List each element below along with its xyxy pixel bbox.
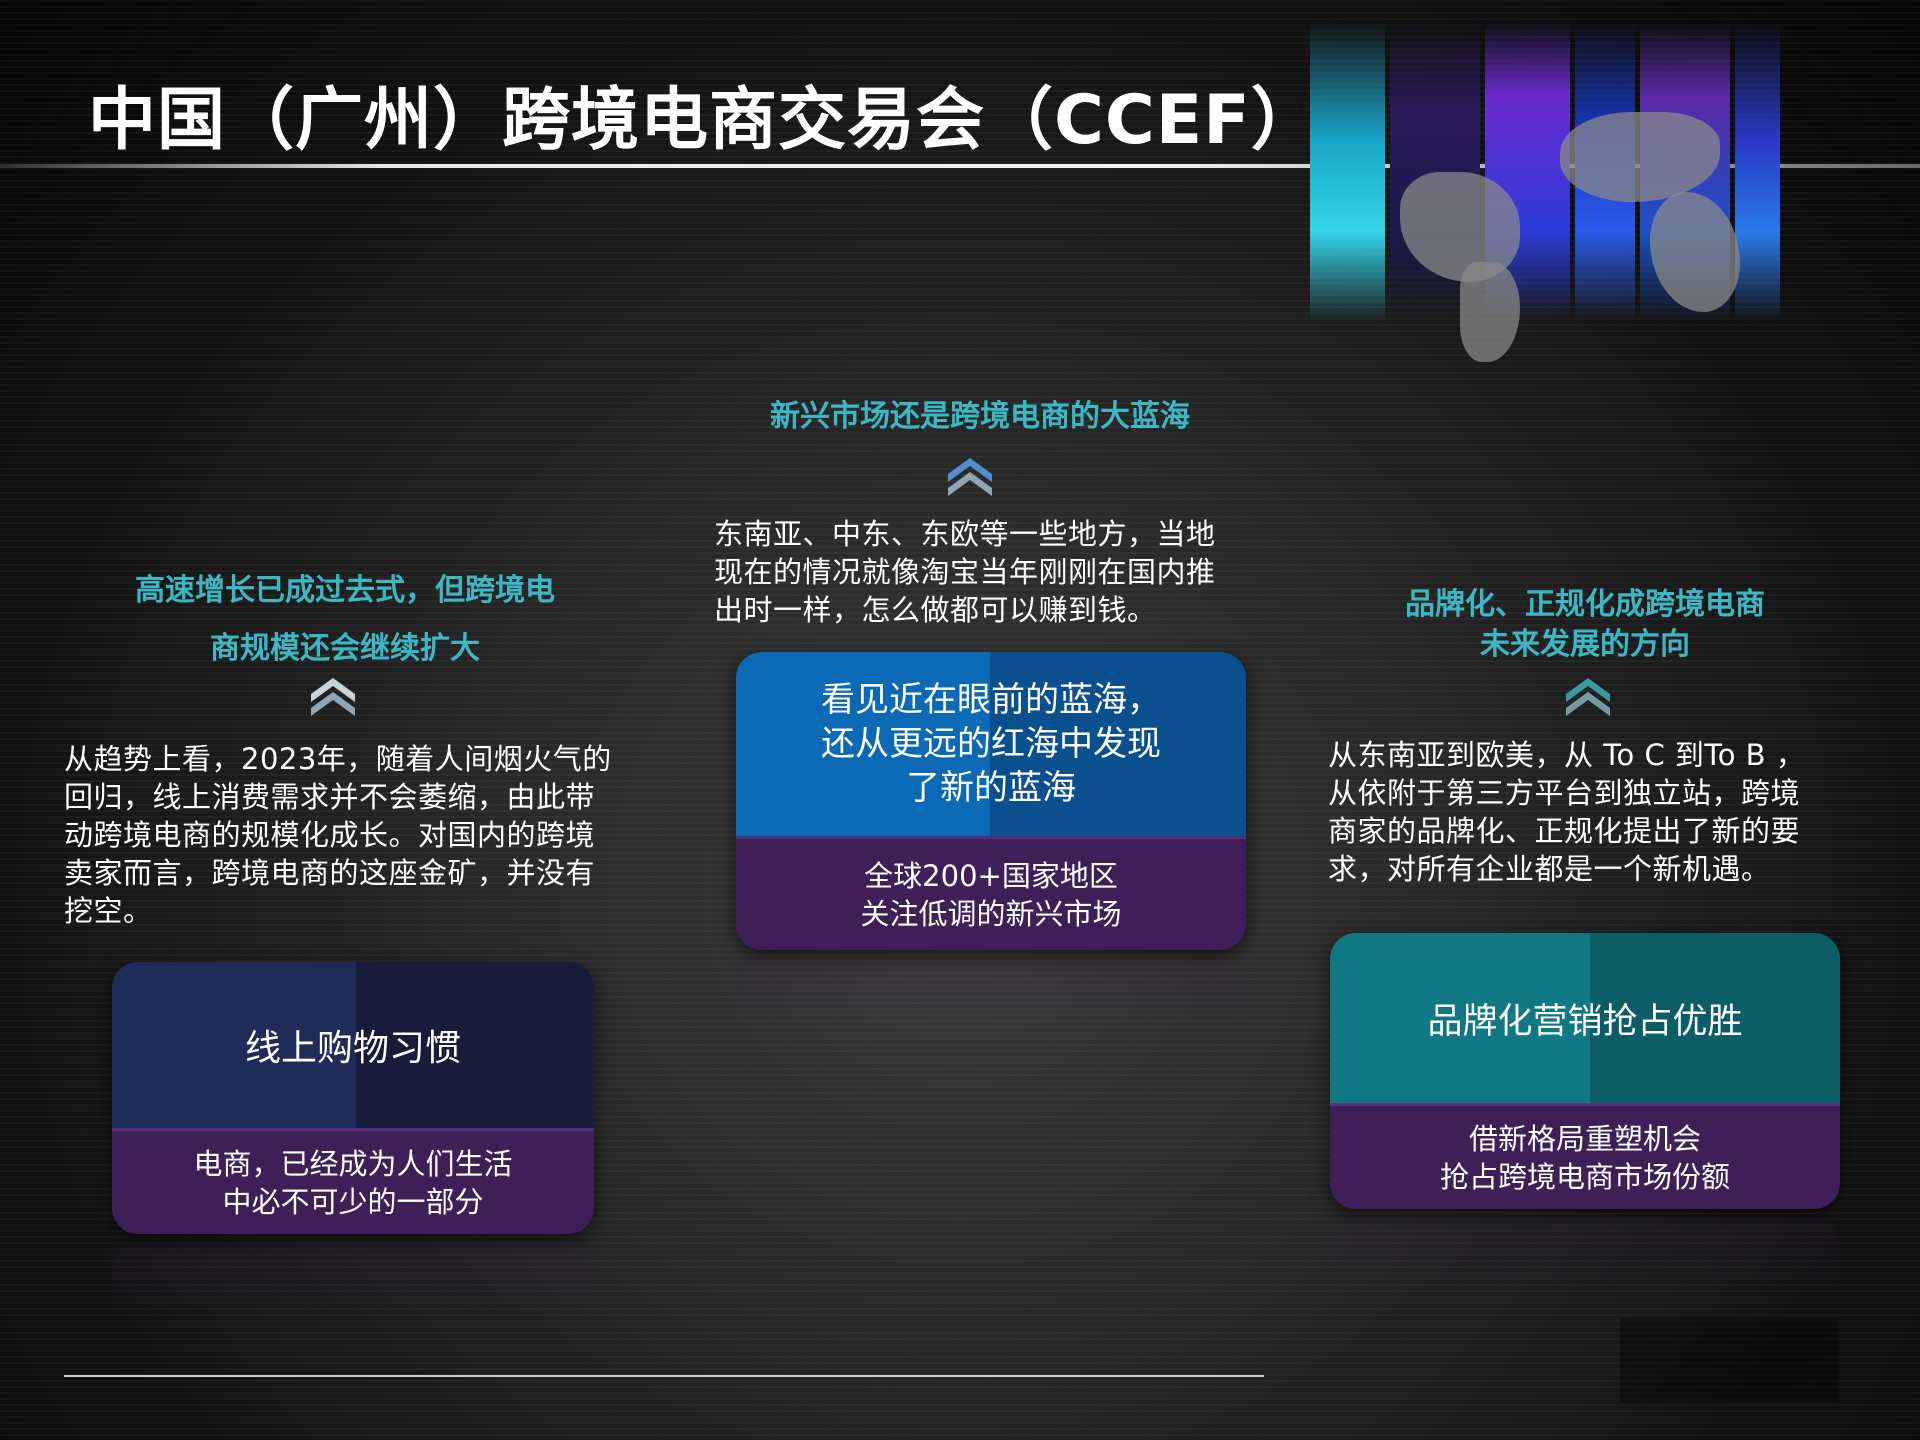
middle-card-header: 看见近在眼前的蓝海， 还从更远的红海中发现 了新的蓝海 (736, 652, 1246, 836)
right-body-line: 求，对所有企业都是一个新机遇。 (1328, 852, 1771, 886)
left-card-sub-line: 电商，已经成为人们生活 (193, 1146, 513, 1181)
left-body-line: 卖家而言，跨境电商的这座金矿，并没有 (64, 856, 596, 890)
middle-heading: 新兴市场还是跨境电商的大蓝海 (770, 399, 1190, 434)
left-card-reflection (112, 1244, 594, 1324)
right-card-reflection (1330, 1219, 1840, 1299)
middle-card-reflection (736, 960, 1246, 1040)
middle-card-footer: 全球200+国家地区 关注低调的新兴市场 (736, 836, 1246, 950)
left-body-line: 回归，线上消费需求并不会萎缩，由此带 (64, 780, 596, 814)
chevron-up-icon (948, 458, 992, 496)
left-card-footer: 电商，已经成为人们生活 中必不可少的一部分 (112, 1128, 594, 1234)
left-card: 线上购物习惯 电商，已经成为人们生活 中必不可少的一部分 (112, 962, 594, 1234)
right-body-line: 商家的品牌化、正规化提出了新的要 (1328, 814, 1801, 848)
left-heading-line1: 高速增长已成过去式，但跨境电 (135, 573, 555, 608)
right-card-title: 品牌化营销抢占优胜 (1427, 1001, 1743, 1042)
middle-body-line: 出时一样，怎么做都可以赚到钱。 (714, 593, 1157, 627)
chevron-up-icon (1566, 678, 1610, 716)
middle-card-sub-line: 关注低调的新兴市场 (860, 896, 1122, 931)
right-card-header: 品牌化营销抢占优胜 (1330, 933, 1840, 1103)
title-divider (0, 164, 1920, 168)
right-card-sub-line: 抢占跨境电商市场份额 (1439, 1159, 1730, 1194)
middle-body-line: 东南亚、中东、东欧等一些地方，当地 (714, 517, 1216, 551)
right-heading-line1: 品牌化、正规化成跨境电商 (1405, 587, 1765, 622)
chevron-up-icon (311, 678, 355, 716)
right-body: 从东南亚到欧美，从 To C 到To B ， 从依附于第三方平台到独立站，跨境 … (1328, 736, 1888, 888)
middle-card-title-line: 了新的蓝海 (906, 768, 1076, 808)
left-body-line: 动跨境电商的规模化成长。对国内的跨境 (64, 818, 596, 852)
right-body-line: 从东南亚到欧美，从 To C 到To B ， (1328, 738, 1806, 772)
middle-card: 看见近在眼前的蓝海， 还从更远的红海中发现 了新的蓝海 全球200+国家地区 关… (736, 652, 1246, 950)
middle-card-title-line: 还从更远的红海中发现 (821, 724, 1161, 764)
right-card-footer: 借新格局重塑机会 抢占跨境电商市场份额 (1330, 1103, 1840, 1209)
left-card-header: 线上购物习惯 (112, 962, 594, 1128)
right-body-line: 从依附于第三方平台到独立站，跨境 (1328, 776, 1801, 810)
middle-body-line: 现在的情况就像淘宝当年刚刚在国内推 (714, 555, 1216, 589)
right-heading-line2: 未来发展的方向 (1480, 627, 1690, 662)
right-card: 品牌化营销抢占优胜 借新格局重塑机会 抢占跨境电商市场份额 (1330, 933, 1840, 1209)
right-heading: 品牌化、正规化成跨境电商 未来发展的方向 (1330, 585, 1840, 665)
left-card-sub-line: 中必不可少的一部分 (222, 1184, 484, 1219)
left-body-line: 从趋势上看，2023年，随着人间烟火气的 (64, 742, 612, 776)
left-body: 从趋势上看，2023年，随着人间烟火气的 回归，线上消费需求并不会萎缩，由此带 … (64, 740, 684, 930)
middle-card-sub-line: 全球200+国家地区 (864, 858, 1118, 893)
left-card-title: 线上购物习惯 (244, 1028, 461, 1069)
footer-divider (64, 1375, 1264, 1377)
right-card-sub-line: 借新格局重塑机会 (1468, 1121, 1701, 1156)
middle-card-title-line: 看见近在眼前的蓝海， (821, 680, 1161, 720)
middle-body: 东南亚、中东、东欧等一些地方，当地 现在的情况就像淘宝当年刚刚在国内推 出时一样… (714, 515, 1274, 629)
left-heading: 高速增长已成过去式，但跨境电 商规模还会继续扩大 (60, 562, 630, 678)
globe-image (1310, 22, 1780, 382)
left-body-line: 挖空。 (64, 894, 153, 928)
slide-title: 中国（广州）跨境电商交易会（CCEF） (88, 81, 1320, 160)
corner-block (1620, 1318, 1838, 1402)
left-heading-line2: 商规模还会继续扩大 (210, 631, 480, 666)
